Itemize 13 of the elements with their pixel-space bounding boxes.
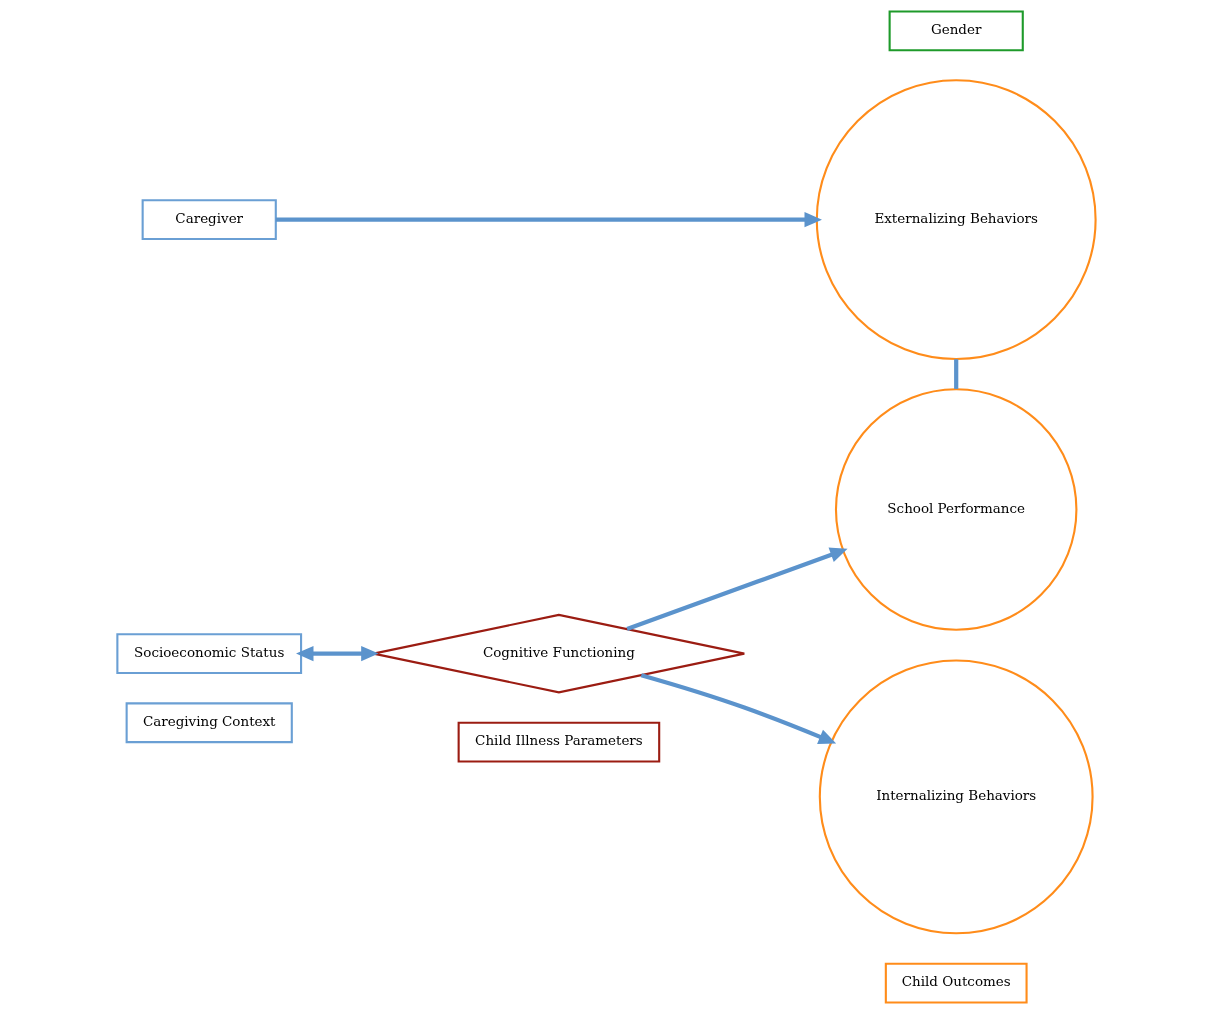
- node-circle: Externalizing Behaviors: [815, 79, 1097, 361]
- node-circle: School Performance: [834, 388, 1077, 631]
- connector: [953, 359, 958, 389]
- arrow: [275, 212, 822, 228]
- node-box: Gender: [888, 10, 1024, 52]
- arrow: [295, 646, 379, 662]
- node-box: Caregiver: [141, 199, 277, 241]
- node-box: Caregiving Context: [125, 702, 293, 744]
- node-box: Child Illness Parameters: [457, 721, 660, 763]
- arrow: [625, 547, 848, 632]
- node-box: Child Outcomes: [884, 962, 1028, 1004]
- node-box: Socioeconomic Status: [115, 633, 302, 675]
- arrow: [640, 673, 836, 744]
